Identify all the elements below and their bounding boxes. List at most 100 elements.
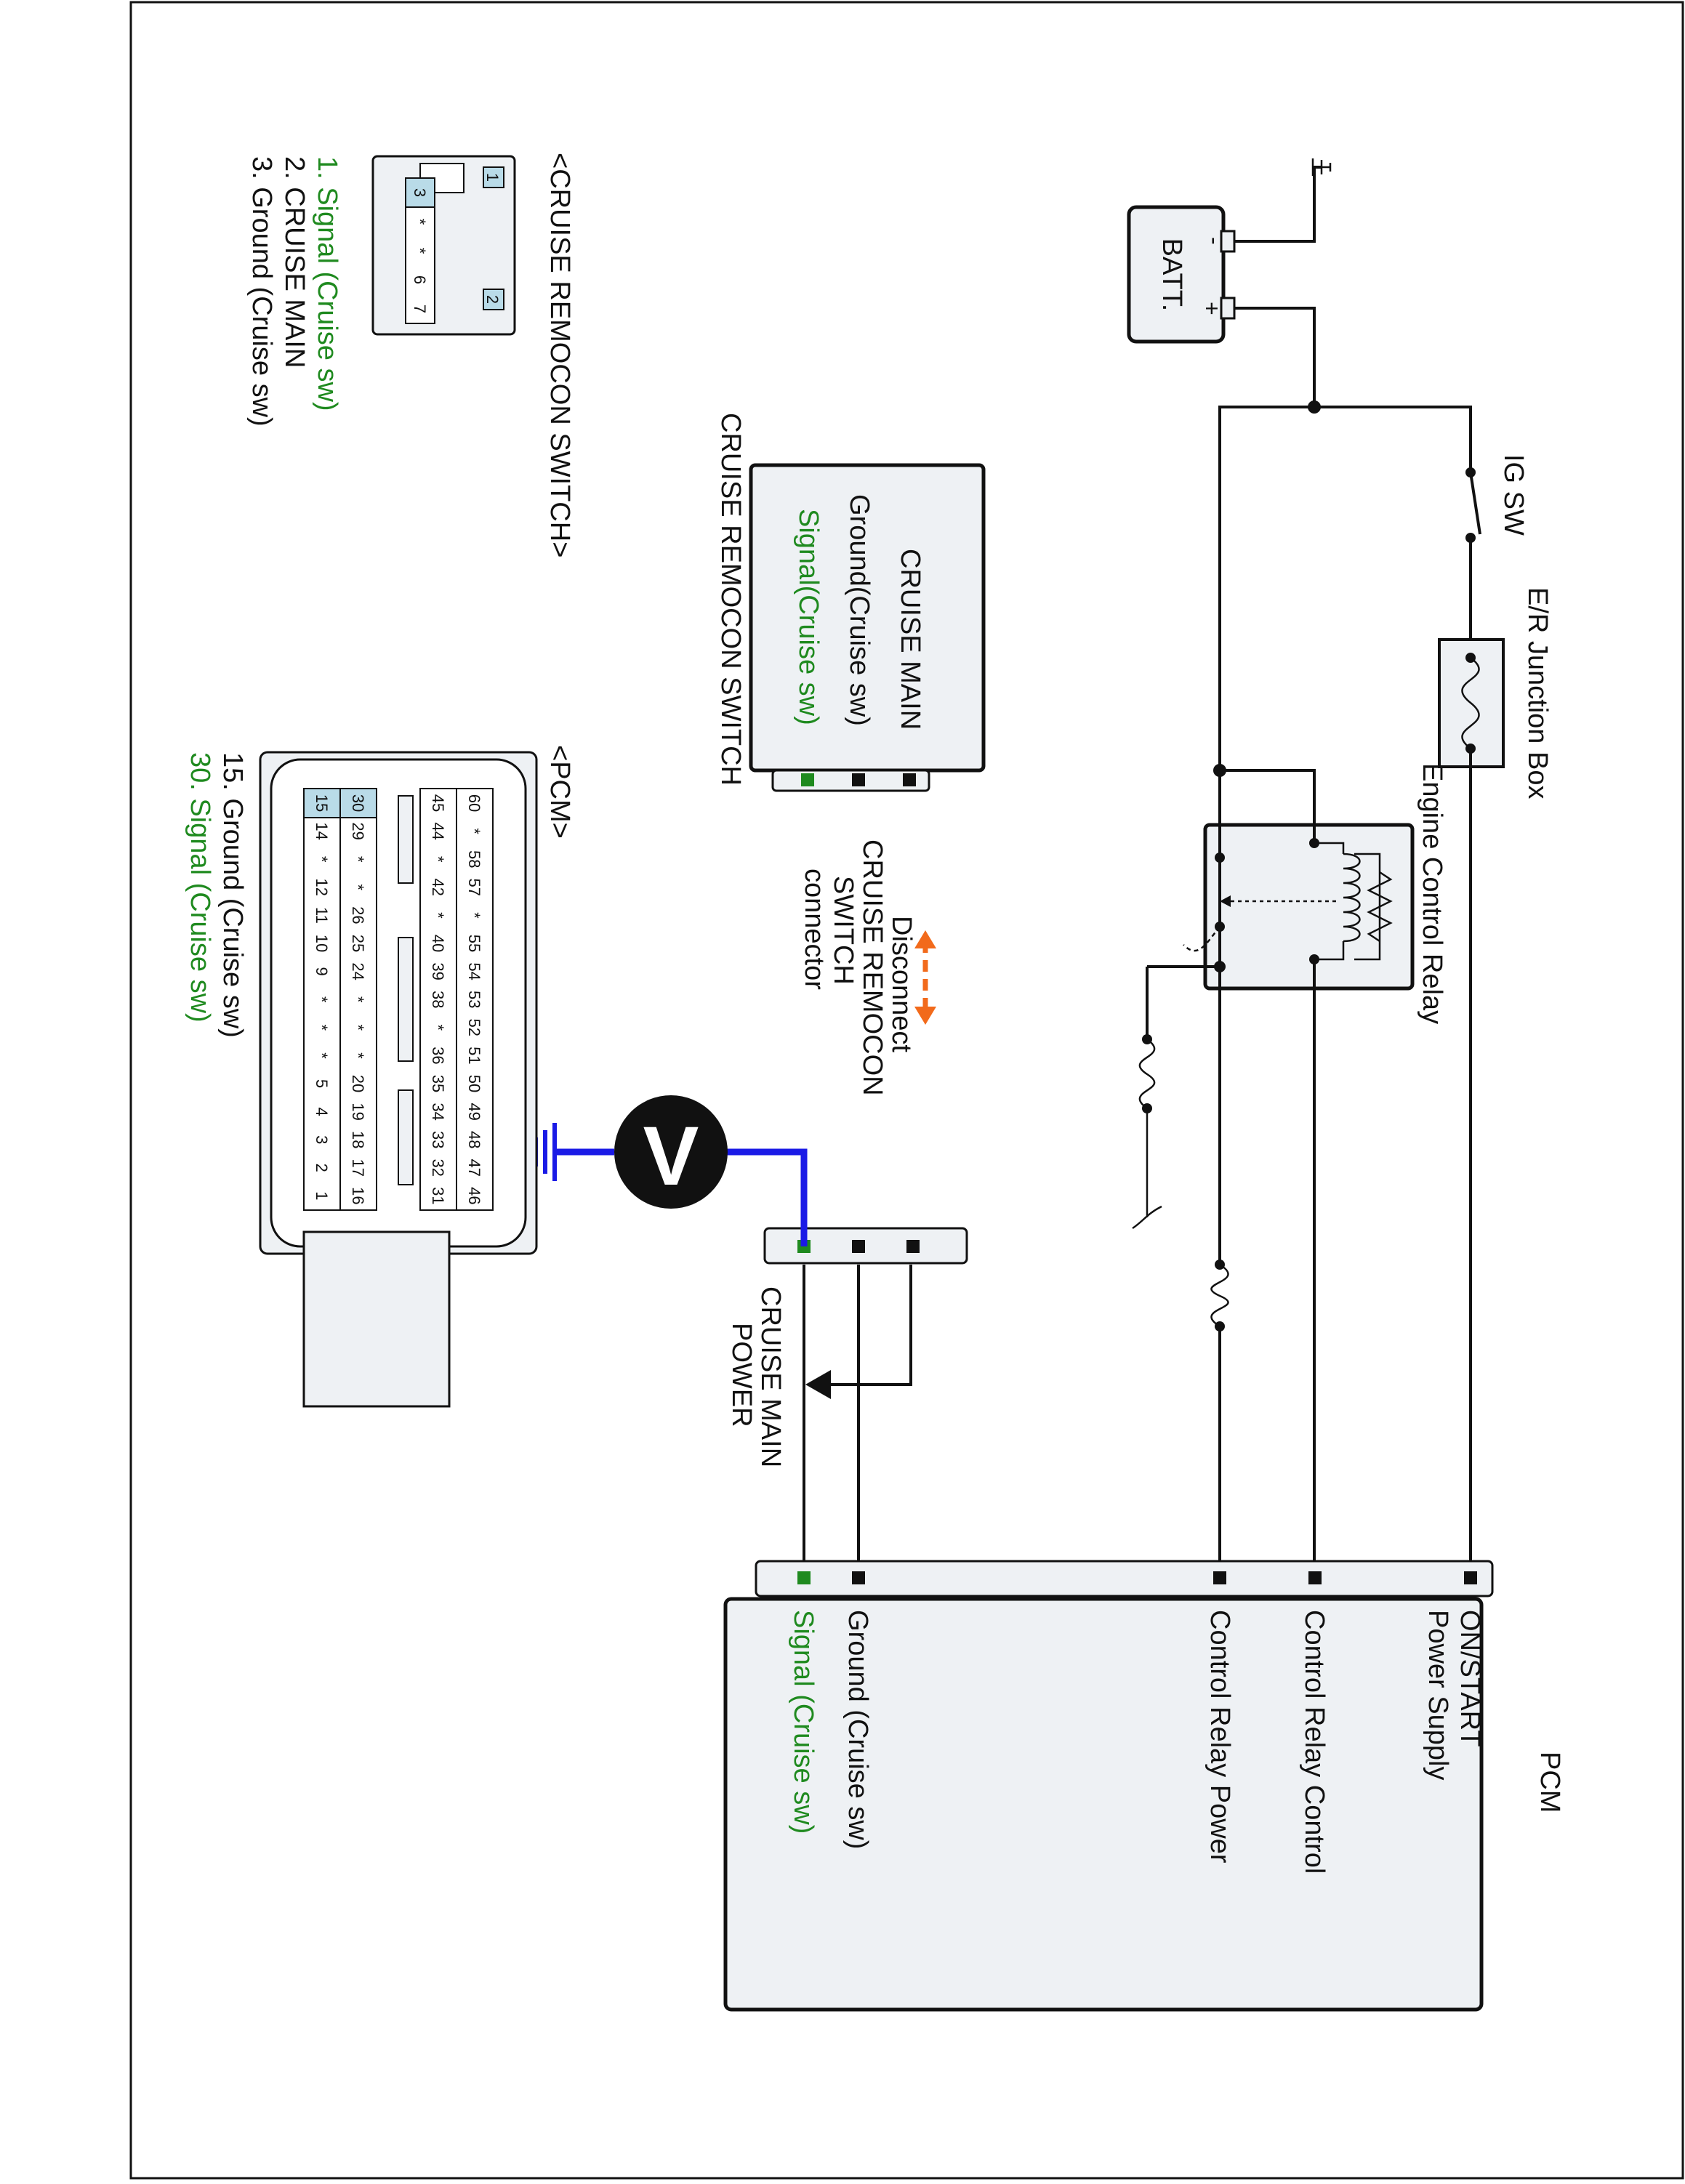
- pcm-pin-label: *: [313, 1025, 331, 1031]
- junction-box: E/R Junction Box: [1438, 587, 1553, 799]
- pcm-pin-label: 52: [465, 1019, 483, 1036]
- pcm-pin-label: 20: [349, 1075, 367, 1092]
- pcm-pin-label: 26: [349, 906, 367, 924]
- pcm-pin-label: *: [349, 885, 367, 891]
- pcm-pin-relay-power: Control Relay Power: [1205, 1610, 1235, 1863]
- pcm-pin-label: *: [465, 912, 483, 919]
- pcm-pin-label: 31: [429, 1187, 447, 1204]
- meter-ground: [534, 1123, 557, 1181]
- pcm-pin-label: *: [429, 1025, 447, 1031]
- switch-pin-signal: Signal(Cruise sw): [793, 509, 824, 725]
- switch-harness-connector: [763, 1227, 968, 1265]
- pcm-pin-label: 15: [313, 794, 331, 812]
- pcm-pin-label: *: [313, 1052, 331, 1059]
- battery-label: BATT.: [1157, 238, 1187, 312]
- disconnect-line3: SWITCH: [828, 876, 858, 985]
- pcm-legend-2: 30. Signal (Cruise sw): [185, 752, 215, 1023]
- switch-conn-pin-4: *: [411, 219, 429, 225]
- pcm-pin-label: 19: [349, 1103, 367, 1120]
- pcm-pin-label: 58: [465, 850, 483, 868]
- pcm-pin-label: *: [313, 856, 331, 863]
- pcm-pin-label: 39: [429, 962, 447, 980]
- pcm-title: PCM: [1535, 1752, 1565, 1813]
- switch-legend-2: 2. CRUISE MAIN: [279, 156, 310, 368]
- pcm-connector-pins: 60*5857*555453525150494847464544*42*4039…: [313, 794, 483, 1205]
- pcm-pin-label: *: [349, 1025, 367, 1031]
- battery-positive-wire: [1234, 307, 1316, 407]
- switch-box-caption: CRUISE REMOCON SWITCH: [715, 413, 746, 786]
- pcm-pin-label: 4: [313, 1107, 331, 1116]
- pcm-pin-on-start: ON/START: [1455, 1610, 1485, 1747]
- page-border: [129, 1, 1684, 2180]
- pcm-pin-label: 46: [465, 1187, 483, 1204]
- pcm-pin-label: *: [429, 912, 447, 919]
- disconnect-line4: connector: [799, 869, 829, 990]
- pcm-pin-label: 11: [313, 907, 331, 924]
- pcm-box: PCM ON/START Power Supply Control Relay …: [723, 1560, 1565, 2012]
- pcm-pin-label: 2: [313, 1164, 331, 1172]
- switch-conn-pin-6: 6: [411, 275, 429, 284]
- pcm-pin-label: 45: [429, 794, 447, 812]
- pcm-pin-label: 3: [313, 1135, 331, 1144]
- switch-legend-3: 3. Ground (Cruise sw): [246, 156, 277, 427]
- ig-sw-label: IG SW: [1498, 454, 1529, 536]
- pcm-pin-label: 44: [429, 822, 447, 839]
- engine-control-relay: Engine Control Relay: [1183, 763, 1447, 1024]
- pcm-pin-label: 51: [465, 1047, 483, 1064]
- pcm-pin-label: 54: [465, 962, 483, 980]
- pcm-pin-signal: Signal (Cruise sw): [788, 1610, 819, 1834]
- pcm-pin-label: 25: [349, 935, 367, 952]
- switch-conn-pin-2: 2: [483, 295, 502, 304]
- cruise-remocon-switch-box: CRUISE MAIN Ground(Cruise sw) Signal(Cru…: [715, 413, 986, 792]
- pcm-pin-label: 33: [429, 1131, 447, 1148]
- pcm-pin-label: 60: [465, 794, 483, 812]
- ground-symbol: [1311, 158, 1332, 176]
- cruise-main-power-arrow: [805, 1370, 831, 1399]
- switch-legend-1: 1. Signal (Cruise sw): [312, 156, 342, 411]
- fuse-relay-power: [1210, 1260, 1229, 1331]
- pcm-pin-label: 57: [465, 879, 483, 896]
- pcm-pin-label: 18: [349, 1131, 367, 1148]
- battery: BATT. - +: [1127, 205, 1236, 344]
- switch-pin-cruise-main: CRUISE MAIN: [895, 549, 925, 730]
- pcm-pin-power-supply: Power Supply: [1423, 1610, 1453, 1780]
- switch-connector-title: <CRUISE REMOCON SWITCH>: [544, 153, 575, 557]
- pcm-pin-label: 42: [429, 879, 447, 896]
- pcm-pin-relay-control: Control Relay Control: [1299, 1610, 1330, 1874]
- disconnect-line1: Disconnect: [886, 916, 917, 1052]
- pcm-connector-face: 60*5857*555453525150494847464544*42*4039…: [259, 751, 538, 1408]
- cruise-main-power-line2: POWER: [726, 1323, 757, 1427]
- pcm-pin-label: 10: [313, 935, 331, 952]
- meter-probe-wire: [800, 1148, 808, 1246]
- pcm-pin-label: *: [349, 996, 367, 1003]
- voltmeter-symbol: V: [643, 1110, 699, 1203]
- disconnect-arrow: [914, 930, 936, 1025]
- pcm-pin-label: 48: [465, 1131, 483, 1148]
- pcm-pin-label: 30: [349, 794, 367, 812]
- pcm-pin-label: *: [313, 996, 331, 1003]
- switch-conn-pin-1: 1: [483, 173, 502, 182]
- switch-connector-face: 1 2 3 * * 6 7: [371, 155, 516, 336]
- battery-ground-wire: [1234, 166, 1322, 243]
- pcm-pin-label: *: [465, 828, 483, 834]
- switch-conn-pin-5: *: [411, 248, 429, 254]
- pcm-pin-label: *: [429, 856, 447, 863]
- pcm-pin-label: 9: [313, 967, 331, 975]
- cruise-main-power-line1: CRUISE MAIN: [755, 1286, 786, 1467]
- pcm-pin-ground: Ground (Cruise sw): [842, 1610, 873, 1849]
- pcm-pin-label: 32: [429, 1159, 447, 1177]
- switch-conn-pin-7: 7: [411, 305, 429, 313]
- pcm-pin-label: 50: [465, 1075, 483, 1092]
- pcm-pin-label: *: [349, 856, 367, 863]
- ig-switch: IG SW: [1465, 454, 1529, 543]
- pcm-pin-label: 14: [313, 822, 331, 839]
- pcm-pin-label: *: [349, 1052, 367, 1059]
- disconnect-line2: CRUISE REMOCON: [857, 839, 888, 1096]
- pcm-pin-label: 40: [429, 935, 447, 952]
- switch-conn-pin-3: 3: [411, 188, 429, 197]
- voltmeter: V: [614, 1095, 728, 1209]
- pcm-pin-label: 38: [429, 991, 447, 1008]
- pcm-pin-label: 55: [465, 935, 483, 952]
